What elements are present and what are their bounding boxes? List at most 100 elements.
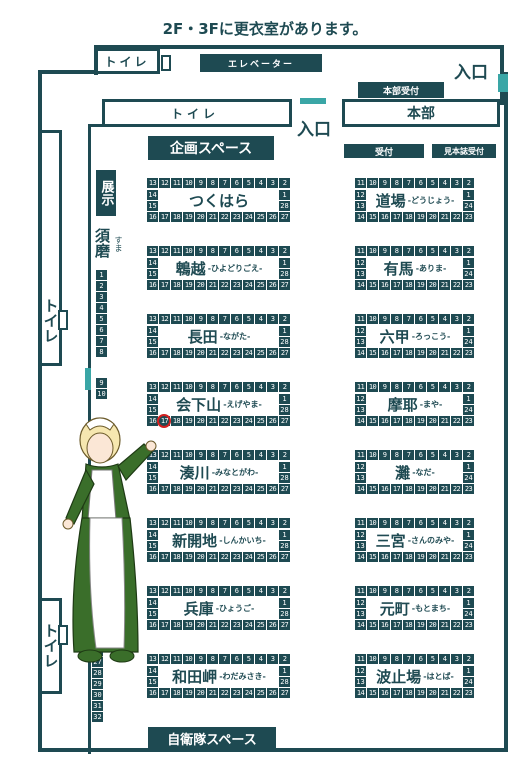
block-name: 灘-なだ- (368, 462, 462, 483)
booth-number: 12 (355, 530, 366, 540)
booth-number: 2 (279, 586, 290, 596)
booth-number: 19 (415, 620, 426, 630)
block-name-reading: -ろっこう- (411, 332, 451, 341)
booth-number: 4 (439, 314, 450, 324)
booth-number: 15 (147, 473, 158, 483)
booth-number: 8 (207, 518, 218, 528)
booth-number: 18 (403, 348, 414, 358)
booth-number: 4 (255, 314, 266, 324)
booth-number: 14 (147, 530, 158, 540)
booth-number: 13 (147, 246, 158, 256)
booth-number: 27 (279, 212, 290, 222)
booth-number: 2 (279, 518, 290, 528)
booth-number: 3 (451, 382, 462, 392)
booth-number: 28 (279, 473, 290, 483)
suma-booth-number: 28 (92, 668, 103, 678)
booth-number: 23 (463, 552, 474, 562)
booth-number: 16 (379, 416, 390, 426)
booth-number: 1 (463, 326, 474, 336)
left-toilet-1-door[interactable] (58, 310, 68, 330)
booth-number: 17 (391, 280, 402, 290)
entrance-center[interactable]: 入口 (297, 119, 331, 140)
booth-number: 8 (207, 314, 218, 324)
left-toilet-2-door[interactable] (58, 625, 68, 645)
booth-number: 19 (415, 416, 426, 426)
booth-number: 24 (463, 269, 474, 279)
highlight-circle (157, 414, 171, 428)
booth-number: 25 (255, 620, 266, 630)
center-entrance-door[interactable] (300, 98, 326, 104)
block-name-text: 六甲 (379, 328, 410, 346)
top-toilet-door[interactable] (161, 55, 171, 71)
booth-number: 10 (367, 450, 378, 460)
booth-number: 12 (355, 598, 366, 608)
entrance-right[interactable]: 入口 (454, 62, 488, 83)
booth-number: 2 (463, 586, 474, 596)
booth-number: 1 (463, 530, 474, 540)
booth-number: 6 (415, 518, 426, 528)
booth-number: 21 (439, 552, 450, 562)
booth-number: 21 (207, 280, 218, 290)
booth-number: 20 (427, 212, 438, 222)
booth-number: 2 (463, 246, 474, 256)
booth-number: 9 (195, 382, 206, 392)
booth-number: 14 (147, 258, 158, 268)
booth-number: 23 (463, 348, 474, 358)
booth-number: 2 (463, 314, 474, 324)
booth-number: 11 (355, 246, 366, 256)
booth-number: 22 (451, 552, 462, 562)
booth-number: 13 (147, 586, 158, 596)
booth-number: 6 (231, 450, 242, 460)
toilet2-label: トイレ (170, 106, 219, 121)
block-name: 鵯越-ひよどりごえ- (160, 258, 278, 279)
booth-number: 7 (219, 586, 230, 596)
suma-booth-number: 6 (96, 325, 107, 335)
booth-number: 15 (147, 337, 158, 347)
booth-number: 10 (183, 450, 194, 460)
booth-number: 10 (183, 654, 194, 664)
booth-number: 4 (439, 518, 450, 528)
booth-number: 6 (231, 246, 242, 256)
booth-number: 1 (463, 666, 474, 676)
booth-number: 12 (159, 450, 170, 460)
booth-number: 7 (403, 314, 414, 324)
booth-number: 2 (279, 450, 290, 460)
booth-number: 7 (403, 246, 414, 256)
booth-number: 5 (427, 178, 438, 188)
booth-number: 2 (279, 246, 290, 256)
entrance-right-door[interactable] (498, 74, 508, 92)
booth-number: 6 (415, 246, 426, 256)
booth-number: 15 (147, 609, 158, 619)
booth-number: 27 (279, 552, 290, 562)
booth-number: 20 (195, 484, 206, 494)
booth-number: 25 (255, 280, 266, 290)
booth-number: 25 (255, 416, 266, 426)
booth-number: 18 (403, 212, 414, 222)
booth-number: 3 (451, 178, 462, 188)
booth-number: 14 (147, 190, 158, 200)
booth-number: 20 (427, 484, 438, 494)
booth-number: 10 (183, 586, 194, 596)
booth-number: 9 (195, 314, 206, 324)
left-entrance-door[interactable] (85, 368, 91, 390)
booth-number: 19 (183, 552, 194, 562)
booth-number: 13 (355, 677, 366, 687)
